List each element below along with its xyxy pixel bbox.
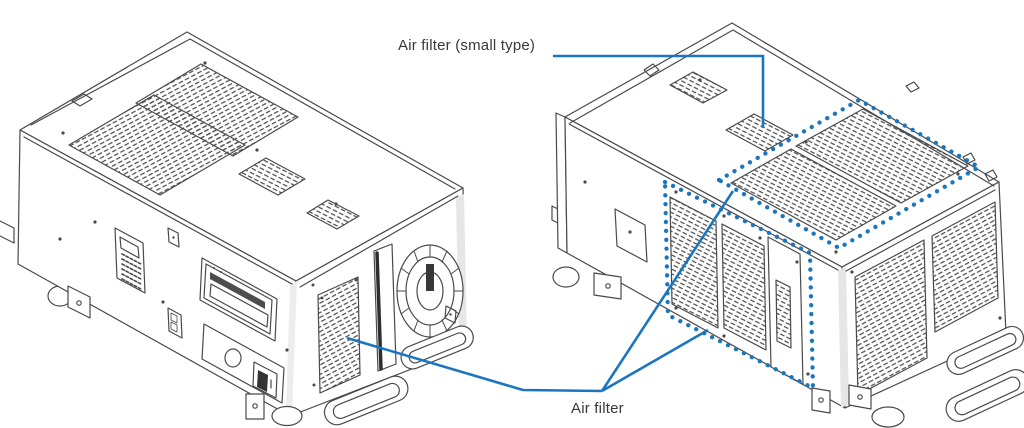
edge-shading: [838, 266, 849, 408]
lens-mount-strip: [373, 243, 397, 372]
top-tiny-vent: [669, 71, 728, 104]
projector-rear-view: [551, 22, 1024, 428]
leader-small-filter: [553, 54, 765, 128]
chamfer-clip: [71, 93, 93, 107]
screws: [58, 61, 358, 387]
filter-highlight-outlines: [662, 97, 982, 391]
adjustable-foot: [67, 285, 91, 319]
right-projector-top-small-filter-grille: [725, 113, 794, 152]
right-chamfer: [845, 189, 996, 272]
callout-leader-lines: [346, 54, 765, 393]
top-ventilation-grille: [135, 63, 299, 157]
edge-hook: [984, 169, 998, 182]
right-projector-top-filter-grille: [795, 108, 969, 204]
projector-front-view: [0, 31, 474, 427]
filter-door-panel: [767, 236, 804, 385]
adjustable-foot: [848, 384, 905, 428]
adjustable-foot: [593, 272, 622, 300]
left-projector-side-filter-grille: [317, 276, 361, 394]
leader-air-filter-left: [346, 336, 603, 393]
chamfer-clip: [905, 81, 920, 93]
front-connector-block: [167, 307, 183, 339]
air-filter-small-type-label: Air filter (small type): [398, 37, 536, 54]
side-plate: [444, 305, 457, 324]
access-panel: [201, 323, 285, 404]
leader-air-filter-top: [600, 190, 735, 392]
panel-hole: [224, 348, 242, 368]
top-chamfer: [30, 38, 456, 190]
adjustable-foot: [245, 393, 303, 427]
chamfer-clip: [643, 63, 660, 77]
carry-handle: [946, 325, 1024, 376]
right-projector-side-filter-grille: [721, 223, 767, 351]
right-projector-side-filter-grille: [669, 196, 719, 329]
front-connector: [167, 227, 180, 248]
air-filter-label: Air filter: [571, 400, 624, 417]
adjustable-foot: [552, 266, 580, 288]
top-small-vent: [238, 157, 306, 196]
keypad-display: [119, 236, 140, 259]
right-projector-top-filter-area: [716, 97, 982, 251]
right-projector-top-filter-grille: [730, 148, 897, 241]
front-chamfer: [23, 136, 293, 285]
carry-handle: [945, 369, 1024, 422]
exhaust-grille: [854, 239, 928, 396]
lens-assembly: [396, 244, 464, 338]
right-projector-side-filter-area: [662, 179, 816, 391]
edge-shading: [286, 281, 297, 414]
exhaust-grille: [931, 201, 999, 333]
rear-tab: [0, 220, 15, 244]
blank-plate: [614, 208, 648, 263]
adjustable-foot: [811, 387, 831, 414]
top-tiny-vent: [306, 199, 360, 230]
carry-handle: [323, 375, 409, 426]
io-connector-panel: [199, 257, 278, 342]
leader-air-filter-side: [601, 328, 709, 393]
door-vent-slot: [775, 279, 792, 349]
control-keypad: [114, 227, 146, 294]
side-chamfer: [299, 195, 459, 288]
power-switch: [252, 361, 278, 399]
